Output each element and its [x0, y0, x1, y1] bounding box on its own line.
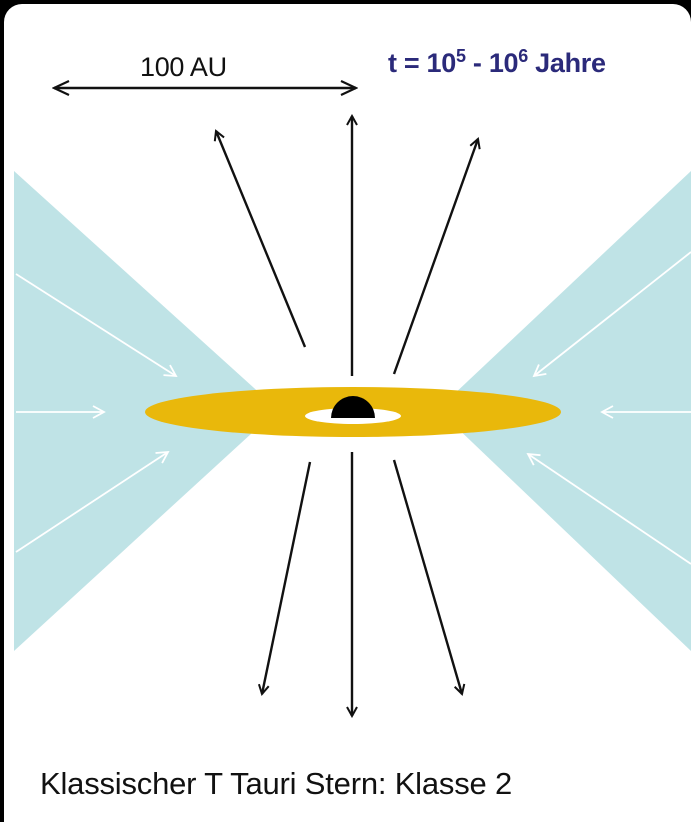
- outflow-arrow-down: [394, 460, 462, 694]
- outflow-arrow-up: [216, 131, 305, 347]
- time-label-exponent: 5: [456, 46, 466, 66]
- scale-bar-label: 100 AU: [140, 52, 227, 83]
- time-label-suffix: Jahre: [528, 48, 606, 78]
- time-label: t = 105 - 106 Jahre: [388, 48, 606, 79]
- time-label-exponent: 6: [518, 46, 528, 66]
- t-tauri-diagram: [4, 4, 691, 822]
- time-label-middle: - 10: [466, 48, 519, 78]
- outflow-arrow-up: [394, 139, 478, 374]
- time-label-prefix: t = 10: [388, 48, 456, 78]
- diagram-frame: 100 AU t = 105 - 106 Jahre Klassischer T…: [4, 4, 691, 822]
- diagram-caption: Klassischer T Tauri Stern: Klasse 2: [40, 766, 512, 802]
- outflow-arrow-down: [262, 462, 310, 694]
